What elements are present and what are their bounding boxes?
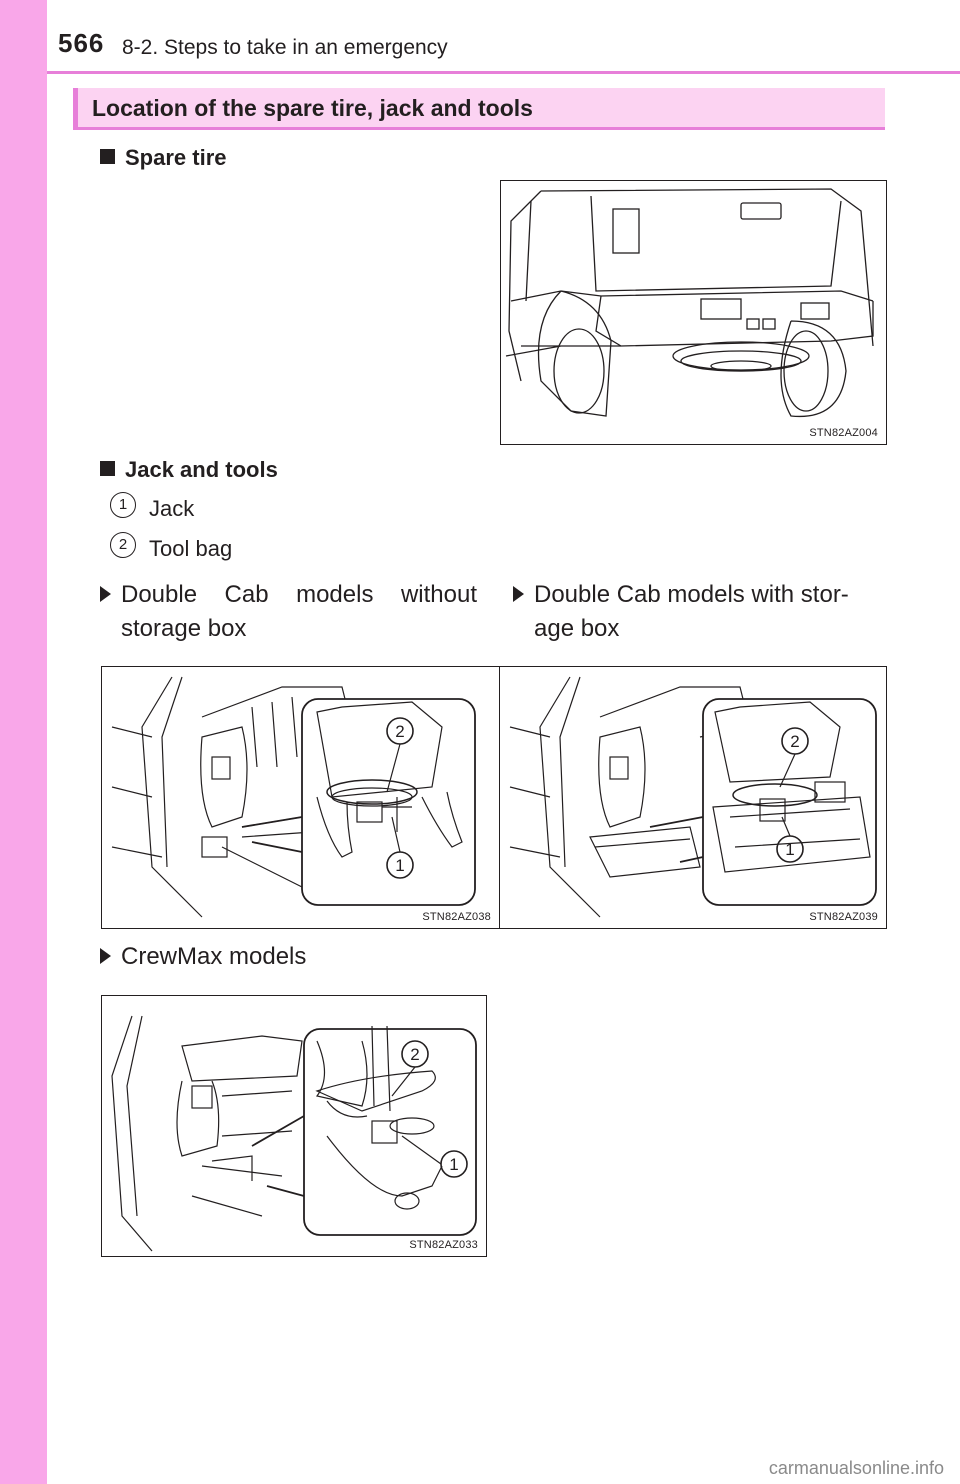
square-bullet-icon <box>100 149 115 164</box>
watermark: carmanualsonline.info <box>768 1458 944 1478</box>
left-margin-bar <box>0 0 47 1484</box>
spare-tire-heading: Spare tire <box>100 145 227 171</box>
section-heading: Location of the spare tire, jack and too… <box>92 95 533 121</box>
figure-code: STN82AZ033 <box>409 1239 478 1251</box>
crewmax-figure: 2 1 STN82AZ033 <box>101 995 487 1257</box>
double-cab-box-label: Double Cab models with stor- age box <box>513 578 885 646</box>
tool-bag-label: Tool bag <box>149 536 233 561</box>
square-bullet-icon <box>100 461 115 476</box>
callout-1-marker: 1 <box>785 840 794 859</box>
figure-code: STN82AZ039 <box>809 911 878 923</box>
figure-code: STN82AZ038 <box>422 911 491 923</box>
triangle-bullet-icon <box>100 948 111 964</box>
page-number: 566 <box>58 28 105 58</box>
callout-1-marker: 1 <box>449 1155 458 1174</box>
callout-1: 1 <box>110 492 136 518</box>
callout-2: 2 <box>110 532 136 558</box>
double-cab-no-box-label: Double Cab models without storage box <box>100 578 480 646</box>
header-rule <box>47 71 960 74</box>
figure-code: STN82AZ004 <box>809 427 878 439</box>
section-heading-box: Location of the spare tire, jack and too… <box>73 88 885 130</box>
triangle-bullet-icon <box>513 586 524 602</box>
spare-tire-figure: STN82AZ004 <box>500 180 887 445</box>
triangle-bullet-icon <box>100 586 111 602</box>
double-cab-box-figure: 2 1 STN82AZ039 <box>499 666 887 929</box>
jack-tools-heading: Jack and tools <box>100 457 278 483</box>
callout-1-marker: 1 <box>395 856 404 875</box>
callout-2-marker: 2 <box>790 732 799 751</box>
callout-2-marker: 2 <box>410 1045 419 1064</box>
crewmax-label: CrewMax models <box>100 940 306 974</box>
double-cab-no-box-figure: 2 1 STN82AZ038 <box>101 666 500 929</box>
jack-label: Jack <box>149 496 195 521</box>
section-title: 8-2. Steps to take in an emergency <box>122 36 448 59</box>
callout-2-marker: 2 <box>395 722 404 741</box>
